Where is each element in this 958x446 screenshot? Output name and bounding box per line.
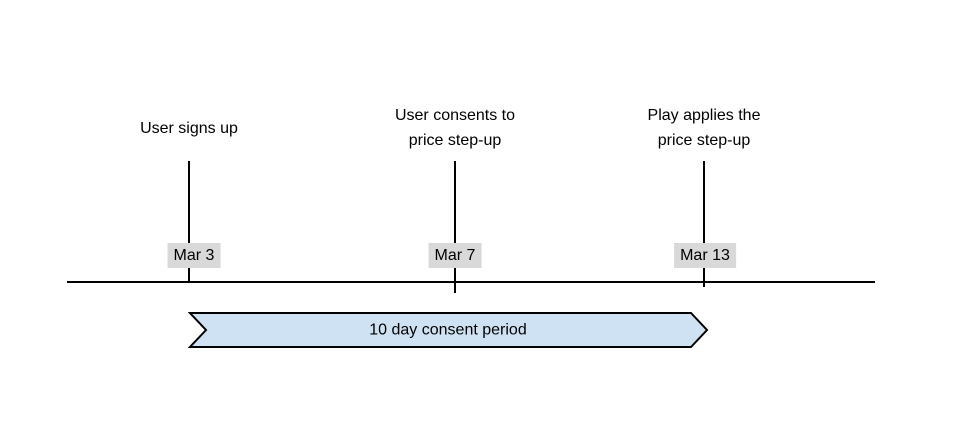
consent-period-banner: 10 day consent period — [188, 312, 709, 348]
event-label-user-consents: User consents to price step-up — [345, 103, 565, 153]
event-tick-mar-13 — [703, 161, 705, 287]
event-label-user-signs-up: User signs up — [79, 103, 299, 153]
event-label-line: Play applies the — [647, 107, 761, 124]
timeline-axis — [67, 281, 875, 283]
date-badge-mar-3: Mar 3 — [167, 243, 221, 268]
banner-label: 10 day consent period — [369, 322, 526, 339]
event-tick-mar-3 — [188, 161, 190, 283]
event-label-line: price step-up — [657, 132, 751, 149]
date-badge-mar-7: Mar 7 — [428, 243, 482, 268]
event-label-line: User consents to — [394, 107, 516, 124]
banner-arrow-shape — [188, 312, 709, 348]
event-label-line: price step-up — [408, 132, 502, 149]
event-label-play-applies: Play applies the price step-up — [594, 103, 814, 153]
event-tick-mar-7 — [454, 161, 456, 293]
date-badge-mar-13: Mar 13 — [674, 243, 736, 268]
event-label-line: User signs up — [140, 119, 238, 137]
